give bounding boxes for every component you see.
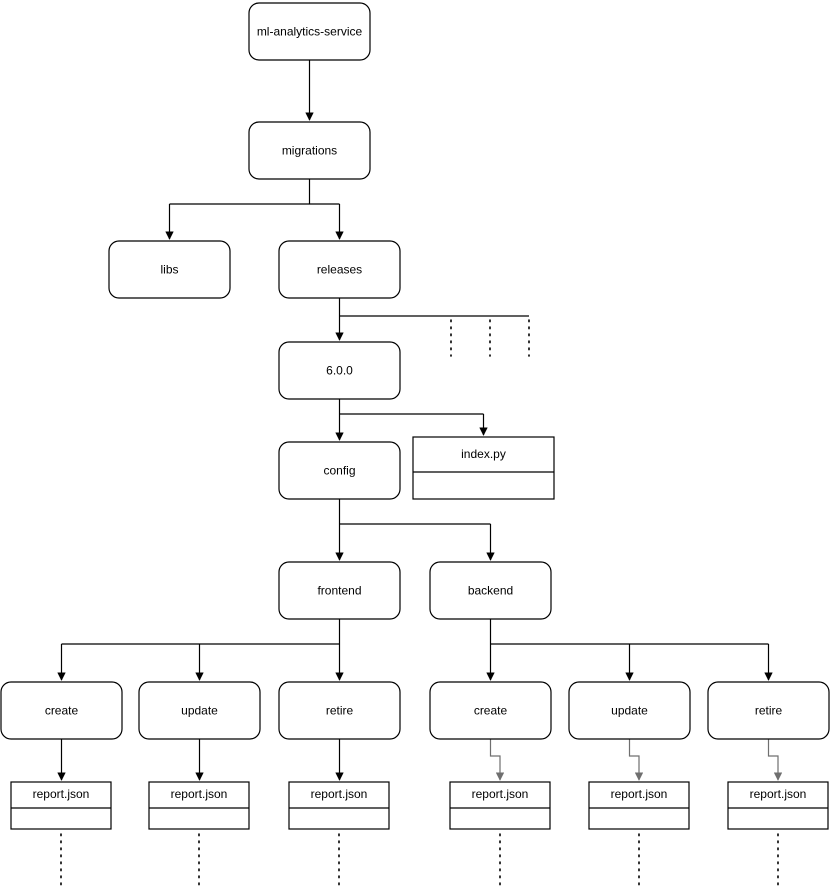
node-label: releases <box>317 263 362 277</box>
file-box <box>412 436 555 500</box>
node-label: create <box>474 704 508 718</box>
ellipsis-layer <box>60 319 779 890</box>
file-box <box>10 781 112 830</box>
node-v600[interactable]: 6.0.0 <box>278 341 401 400</box>
node-label: report.json <box>171 787 228 801</box>
node-box <box>707 681 830 740</box>
edge-be-create-to-be-create-report <box>489 739 505 781</box>
node-migrations[interactable]: migrations <box>248 121 371 180</box>
edges-layer <box>57 60 783 781</box>
node-fe-create-report[interactable]: report.json <box>10 781 112 830</box>
node-label: retire <box>326 704 354 718</box>
node-label: ml-analytics-service <box>257 25 363 39</box>
node-be-create-report[interactable]: report.json <box>449 781 551 830</box>
file-box <box>588 781 690 830</box>
node-fe-create[interactable]: create <box>0 681 123 740</box>
node-fe-update[interactable]: update <box>138 681 261 740</box>
node-label: libs <box>160 263 178 277</box>
node-label: migrations <box>282 144 337 158</box>
file-box <box>148 781 250 830</box>
node-be-update[interactable]: update <box>568 681 691 740</box>
node-box <box>248 121 371 180</box>
node-backend[interactable]: backend <box>429 561 552 620</box>
node-fe-update-report[interactable]: report.json <box>148 781 250 830</box>
node-config[interactable]: config <box>278 441 401 500</box>
node-releases[interactable]: releases <box>278 240 401 299</box>
node-label: index.py <box>461 447 506 461</box>
edge-be-update-to-be-update-report <box>628 739 644 781</box>
node-label: report.json <box>750 787 807 801</box>
node-indexpy[interactable]: index.py <box>412 436 555 500</box>
node-box <box>278 341 401 400</box>
node-label: config <box>323 464 355 478</box>
node-box <box>248 2 371 61</box>
node-label: create <box>45 704 79 718</box>
edge-be-retire-to-be-retire-report <box>767 739 783 781</box>
node-box <box>278 240 401 299</box>
node-box <box>278 681 401 740</box>
node-fe-retire-report[interactable]: report.json <box>288 781 390 830</box>
node-box <box>278 441 401 500</box>
node-box <box>278 561 401 620</box>
node-box <box>138 681 261 740</box>
node-be-retire[interactable]: retire <box>707 681 830 740</box>
node-be-update-report[interactable]: report.json <box>588 781 690 830</box>
node-label: 6.0.0 <box>326 364 353 378</box>
node-be-create[interactable]: create <box>429 681 552 740</box>
node-label: report.json <box>311 787 368 801</box>
node-label: frontend <box>317 584 361 598</box>
node-be-retire-report[interactable]: report.json <box>727 781 829 830</box>
node-box <box>568 681 691 740</box>
file-box <box>727 781 829 830</box>
nodes-layer: ml-analytics-service migrations libs releas… <box>0 2 830 830</box>
node-label: update <box>611 704 648 718</box>
node-label: retire <box>755 704 783 718</box>
node-libs[interactable]: libs <box>108 240 231 299</box>
node-label: report.json <box>472 787 529 801</box>
node-frontend[interactable]: frontend <box>278 561 401 620</box>
file-box <box>288 781 390 830</box>
node-box <box>429 561 552 620</box>
node-label: backend <box>468 584 513 598</box>
node-root[interactable]: ml-analytics-service <box>248 2 371 61</box>
node-label: report.json <box>611 787 668 801</box>
file-box <box>449 781 551 830</box>
node-label: report.json <box>33 787 90 801</box>
node-box <box>0 681 123 740</box>
node-box <box>108 240 231 299</box>
node-label: update <box>181 704 218 718</box>
node-fe-retire[interactable]: retire <box>278 681 401 740</box>
node-box <box>429 681 552 740</box>
